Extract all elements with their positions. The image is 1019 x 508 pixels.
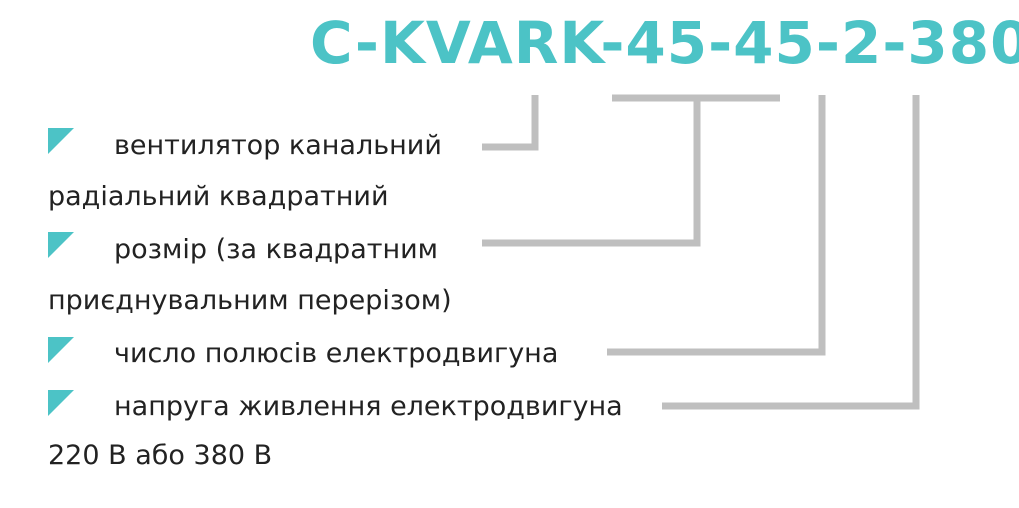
- legend-item-type-line1: вентилятор канальний: [114, 130, 442, 161]
- legend-item-size-line1: розмір (за квадратним: [114, 234, 439, 265]
- triangle-bullet-icon: [48, 128, 74, 154]
- legend-item-size-line2: приєднувальним перерізом): [48, 285, 452, 316]
- connector-line-poles: [607, 95, 826, 356]
- triangle-bullet-icon: [48, 390, 74, 416]
- triangle-bullet-icon: [48, 232, 74, 258]
- connector-line-voltage: [662, 95, 920, 410]
- connector-line-type: [482, 95, 539, 151]
- legend-item-poles-line1: число полюсів електродвигуна: [114, 338, 559, 369]
- legend-item-voltage-line1: напруга живлення електродвигуна: [114, 391, 623, 422]
- legend-item-type-line2: радіальний квадратний: [48, 181, 389, 212]
- legend-item-voltage-line2: 220 В або 380 В: [48, 440, 273, 471]
- model-code-title: C-KVARK-45-45-2-380: [310, 9, 1019, 77]
- triangle-bullet-icon: [48, 337, 74, 363]
- connector-line-size: [482, 98, 701, 247]
